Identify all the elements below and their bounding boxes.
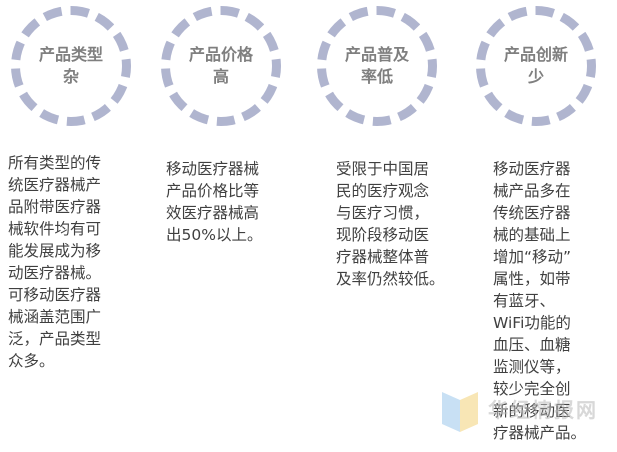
ring-product-adoption: 产品普及率低 bbox=[317, 6, 437, 126]
desc-line: 受限于中国居 bbox=[336, 160, 430, 178]
watermark-logo-icon bbox=[442, 392, 478, 432]
desc-line: 能发展成为移 bbox=[8, 242, 102, 260]
desc-line: 监测仪等， bbox=[493, 358, 571, 376]
desc-line: 产品价格比等 bbox=[166, 182, 260, 200]
desc-line: 较少完全创 bbox=[493, 380, 571, 398]
desc-line: 效医疗器械高 bbox=[166, 204, 260, 222]
desc-product-price: 移动医疗器械 产品价格比等 效医疗器械高 出50%以上。 bbox=[166, 158, 262, 246]
desc-line: 可移动医疗器 bbox=[8, 286, 102, 304]
desc-line: 有蓝牙、 bbox=[493, 292, 556, 310]
desc-line: 泛，产品类型 bbox=[8, 330, 102, 348]
desc-line: 械涵盖范围广 bbox=[8, 308, 102, 326]
desc-line: 新的移动医 bbox=[493, 402, 571, 420]
desc-line: 及率仍然较低。 bbox=[336, 270, 445, 288]
desc-line: 疗器械产品。 bbox=[493, 424, 587, 442]
desc-line: 品附带医疗器 bbox=[8, 198, 102, 216]
desc-line: 械软件均有可 bbox=[8, 220, 102, 238]
desc-line: 众多。 bbox=[8, 352, 55, 370]
desc-line: 所有类型的传 bbox=[8, 154, 102, 172]
ring-title-product-types: 产品类型杂 bbox=[38, 45, 103, 86]
desc-line: 民的医疗观念 bbox=[336, 182, 430, 200]
desc-line: WiFi功能的 bbox=[493, 314, 571, 332]
desc-product-innovation: 移动医疗器 械产品多在 传统医疗器 械的基础上 增加“移动” 属性，如带 有蓝牙… bbox=[493, 158, 586, 444]
watermark: 华经情报网 bbox=[440, 388, 610, 438]
desc-line: 动医疗器械。 bbox=[8, 264, 102, 282]
desc-line: 械的基础上 bbox=[493, 226, 571, 244]
desc-line: 移动医疗器 bbox=[493, 160, 571, 178]
desc-line: 与医疗习惯， bbox=[336, 204, 430, 222]
desc-line: 增加“移动” bbox=[493, 248, 572, 266]
ring-product-price: 产品价格高 bbox=[161, 6, 281, 126]
desc-line: 统医疗器械产 bbox=[8, 176, 102, 194]
ring-product-innovation: 产品创新少 bbox=[476, 6, 596, 126]
desc-line: 疗器械整体普 bbox=[336, 248, 430, 266]
ring-title-product-adoption: 产品普及率低 bbox=[344, 45, 409, 86]
desc-product-adoption: 受限于中国居 民的医疗观念 与医疗习惯， 现阶段移动医 疗器械整体普 及率仍然较… bbox=[336, 158, 445, 290]
desc-line: 属性，如带 bbox=[493, 270, 571, 288]
desc-line: 移动医疗器械 bbox=[166, 160, 260, 178]
desc-line: 械产品多在 bbox=[493, 182, 571, 200]
desc-product-types: 所有类型的传 统医疗器械产 品附带医疗器 械软件均有可 能发展成为移 动医疗器械… bbox=[8, 152, 101, 372]
desc-line: 现阶段移动医 bbox=[336, 226, 430, 244]
ring-title-product-innovation: 产品创新少 bbox=[503, 45, 568, 86]
desc-line: 传统医疗器 bbox=[493, 204, 571, 222]
watermark-text: 华经情报网 bbox=[488, 398, 598, 422]
desc-line: 血压、血糖 bbox=[493, 336, 571, 354]
desc-line: 出50%以上。 bbox=[166, 226, 263, 244]
ring-title-product-price: 产品价格高 bbox=[188, 45, 253, 86]
ring-product-types: 产品类型杂 bbox=[11, 6, 131, 126]
